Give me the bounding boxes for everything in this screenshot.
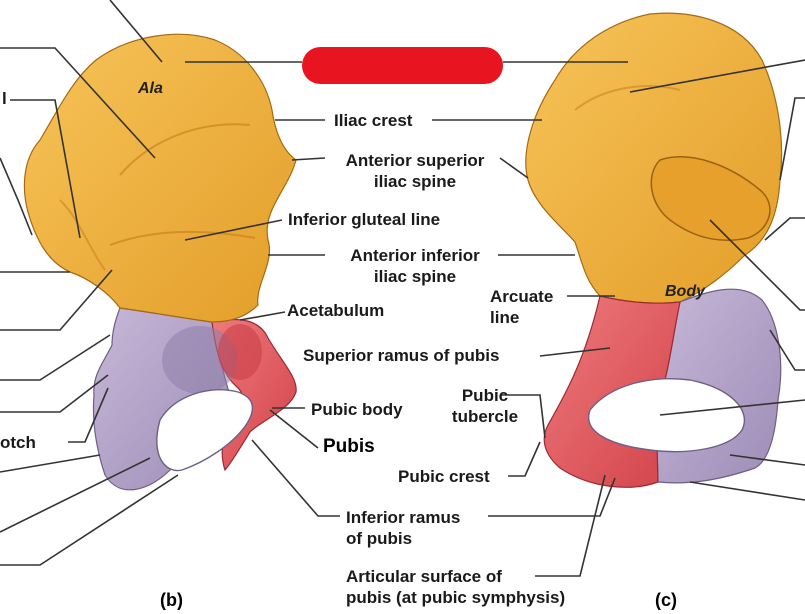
label-body: Body	[665, 283, 705, 300]
obturator-foramen	[156, 389, 254, 472]
acetabulum-socket	[162, 326, 238, 394]
label-articular-surface-of-pubis: Articular surface of pubis (at pubic sym…	[346, 566, 565, 608]
label-pubic-crest: Pubic crest	[398, 467, 490, 486]
label-pubis: Pubis	[323, 436, 375, 457]
label-anterior-inferior-iliac-spine: Anterior inferior iliac spine	[330, 245, 500, 287]
label-cut-l: l	[2, 89, 7, 108]
label-pubic-body: Pubic body	[311, 400, 403, 419]
label-articular-line2: pubis (at pubic symphysis)	[346, 588, 566, 607]
auricular-surface	[650, 156, 771, 242]
label-ala: Ala	[138, 80, 163, 97]
label-aiis-line1: Anterior inferior	[350, 246, 480, 265]
label-inferior-ramus-line2: of pubis	[346, 529, 413, 548]
label-aiis-line2: iliac spine	[373, 267, 457, 286]
label-inferior-gluteal-line: Inferior gluteal line	[288, 210, 441, 229]
label-pubic-tubercle-line1: Pubic	[461, 386, 509, 405]
label-arcuate-line1: Arcuate	[490, 287, 554, 306]
obturator-foramen-medial	[587, 378, 745, 453]
label-inferior-ramus-of-pubis: Inferior ramus of pubis	[346, 507, 460, 549]
label-arcuate-line: Arcuate line	[490, 286, 553, 328]
label-asis-line2: iliac spine	[373, 172, 457, 191]
hip-bone-medial-view	[525, 12, 783, 488]
panel-label-b: (b)	[160, 590, 183, 610]
redacted-label-bar	[302, 47, 503, 84]
label-articular-line1: Articular surface of	[346, 567, 502, 586]
label-anterior-superior-iliac-spine: Anterior superior iliac spine	[330, 150, 500, 192]
leader-lines	[0, 0, 805, 577]
hip-bone-lateral-view	[23, 33, 297, 491]
label-inferior-ramus-line1: Inferior ramus	[346, 508, 461, 527]
ilium-medial-region	[525, 12, 783, 304]
label-superior-ramus-of-pubis: Superior ramus of pubis	[303, 346, 500, 365]
label-iliac-crest: Iliac crest	[334, 111, 413, 130]
label-pubic-tubercle-line2: tubercle	[451, 407, 519, 426]
label-acetabulum: Acetabulum	[287, 301, 385, 320]
panel-label-c: (c)	[655, 590, 677, 610]
label-cut-notch: otch	[0, 433, 36, 452]
label-asis-line1: Anterior superior	[345, 151, 485, 170]
label-pubic-tubercle: Pubic tubercle	[440, 385, 530, 427]
label-arcuate-line2: line	[490, 308, 520, 327]
